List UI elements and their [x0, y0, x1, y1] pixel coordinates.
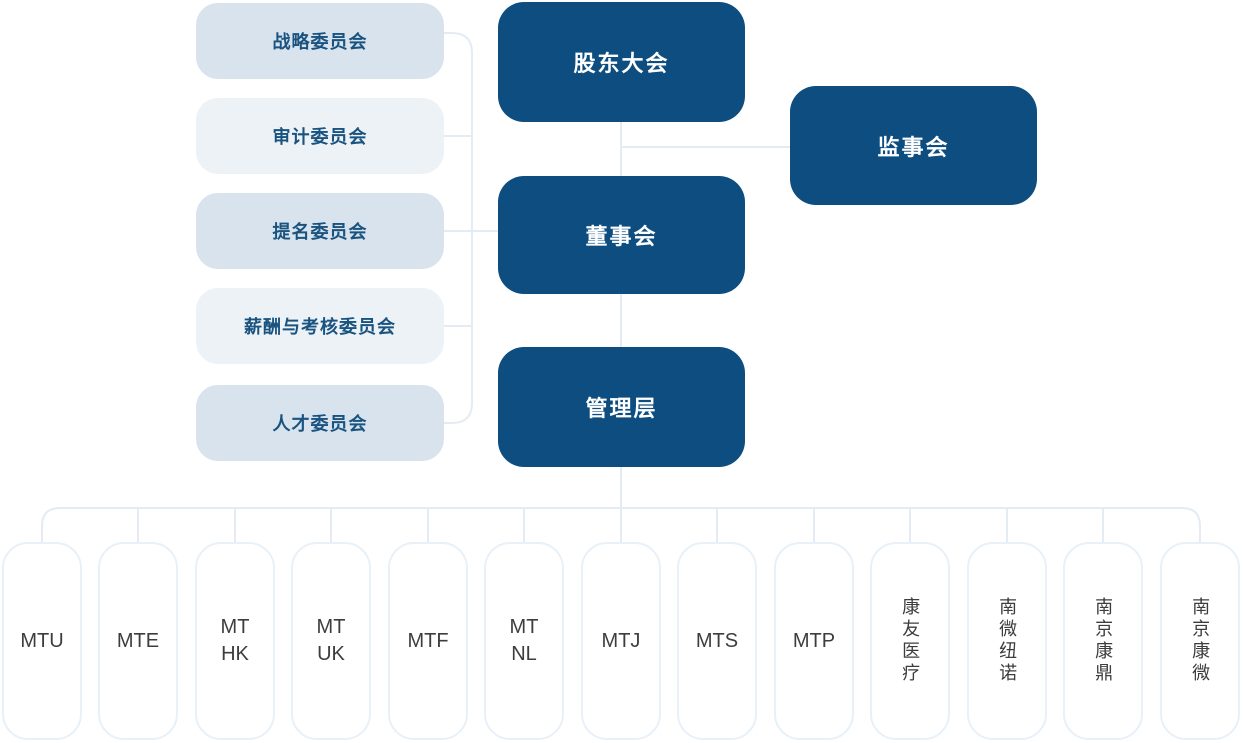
- subsidiary-label-kangyou-medical: 康友医疗: [900, 597, 921, 685]
- subsidiary-box-mte: MTE: [98, 542, 178, 740]
- committee-label-strategy: 战略委员会: [272, 32, 368, 52]
- subsidiary-box-mt-uk: MT UK: [291, 542, 371, 740]
- subsidiary-box-mtu: MTU: [2, 542, 82, 740]
- management-box: 管理层: [498, 347, 745, 467]
- supervisory-board-box: 监事会: [790, 86, 1037, 205]
- subsidiary-box-mt-hk: MT HK: [195, 542, 275, 740]
- subsidiary-label-mtp: MTP: [792, 629, 836, 652]
- connector-subsidiary-bus: [41, 507, 1201, 542]
- committee-box-talent: 人才委员会: [196, 385, 444, 461]
- subsidiary-label-mtf: MTF: [407, 629, 449, 652]
- subsidiary-label-nanwei-niunuo: 南微纽诺: [997, 597, 1018, 685]
- supervisory-board-label: 监事会: [877, 134, 950, 160]
- subsidiary-box-nanjing-kangding: 南京康鼎: [1063, 542, 1143, 740]
- committee-label-audit: 审计委员会: [272, 127, 368, 147]
- shareholders-meeting-label: 股东大会: [573, 51, 670, 76]
- committee-box-nomination: 提名委员会: [196, 193, 444, 269]
- board-of-directors-label: 董事会: [585, 224, 658, 249]
- subsidiary-label-mt-hk: MT HK: [220, 616, 250, 665]
- subsidiary-label-mtu: MTU: [20, 629, 64, 652]
- board-of-directors-box: 董事会: [498, 176, 745, 294]
- subsidiary-box-mt-nl: MT NL: [484, 542, 564, 740]
- committee-box-remuneration-assessment: 薪酬与考核委员会: [196, 288, 444, 364]
- subsidiary-label-mt-uk: MT UK: [316, 616, 346, 665]
- management-label: 管理层: [585, 396, 658, 421]
- committee-box-strategy: 战略委员会: [196, 3, 444, 79]
- subsidiary-label-nanjing-kangwei: 南京康微: [1190, 597, 1211, 685]
- subsidiary-box-mtf: MTF: [388, 542, 468, 740]
- committee-label-remuneration-assessment: 薪酬与考核委员会: [244, 317, 396, 337]
- subsidiary-box-mtp: MTP: [774, 542, 854, 740]
- shareholders-meeting-box: 股东大会: [498, 2, 745, 122]
- committee-label-nomination: 提名委员会: [272, 222, 368, 242]
- subsidiary-box-kangyou-medical: 康友医疗: [870, 542, 950, 740]
- subsidiary-label-nanjing-kangding: 南京康鼎: [1093, 597, 1114, 685]
- subsidiary-label-mt-nl: MT NL: [509, 616, 539, 665]
- subsidiary-box-mtj: MTJ: [581, 542, 661, 740]
- committee-label-talent: 人才委员会: [272, 414, 368, 434]
- subsidiary-box-nanjing-kangwei: 南京康微: [1160, 542, 1240, 740]
- subsidiary-box-mts: MTS: [677, 542, 757, 740]
- connector-committee-spine: [444, 32, 473, 424]
- subsidiary-label-mte: MTE: [116, 629, 160, 652]
- subsidiary-label-mtj: MTJ: [601, 629, 641, 652]
- subsidiary-box-nanwei-niunuo: 南微纽诺: [967, 542, 1047, 740]
- committee-box-audit: 审计委员会: [196, 98, 444, 174]
- subsidiary-label-mts: MTS: [695, 629, 739, 652]
